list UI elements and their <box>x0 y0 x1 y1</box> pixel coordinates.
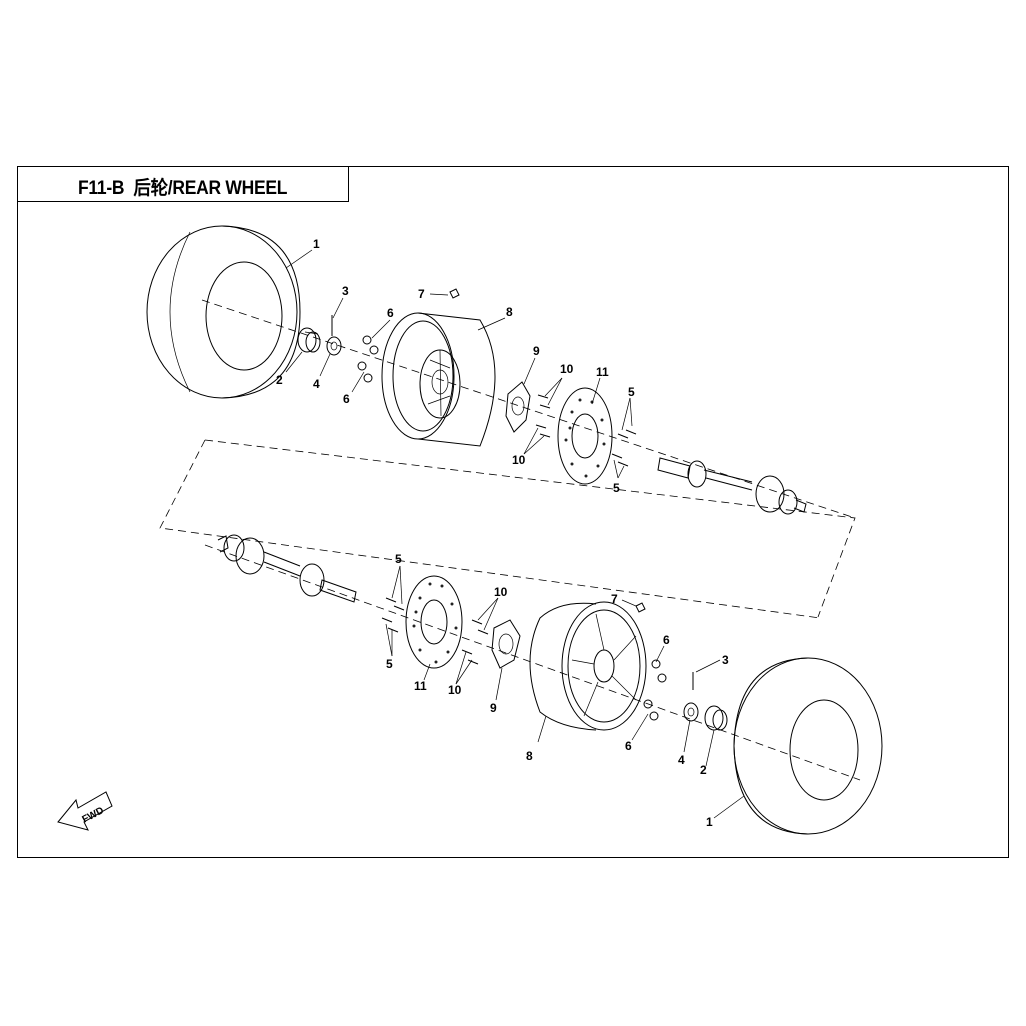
callout-9-top: 9 <box>533 344 540 358</box>
bolts-bottom <box>381 597 405 633</box>
fwd-label: FWD <box>80 805 105 825</box>
callout-1-bottom: 1 <box>706 815 713 829</box>
callout-10b-top: 10 <box>512 453 526 467</box>
callout-11-bottom: 11 <box>414 679 427 693</box>
drive-shaft-bottom <box>217 534 357 603</box>
drive-shaft-top <box>657 457 807 515</box>
lug-nuts-top <box>357 335 379 383</box>
callout-4-bottom: 4 <box>678 753 685 767</box>
hub-flange-bottom <box>491 619 521 669</box>
fwd-arrow-icon: FWD <box>57 791 113 831</box>
callout-6a-top: 6 <box>387 306 394 320</box>
studs-bottom <box>461 619 489 665</box>
callout-8-bottom: 8 <box>526 749 533 763</box>
wheel-rim-top <box>381 312 496 447</box>
brake-disc-bottom <box>405 575 463 669</box>
callout-5a-top: 5 <box>628 385 635 399</box>
title-name: 后轮/REAR WHEEL <box>133 178 288 199</box>
title-code: F11-B <box>78 178 125 199</box>
callout-4-top: 4 <box>313 377 320 391</box>
callout-6a-bottom: 6 <box>663 633 670 647</box>
hub-cap-top <box>297 327 321 353</box>
axis-line-bottom <box>204 544 861 781</box>
callout-11-top: 11 <box>596 365 609 379</box>
castle-nut-bottom <box>683 702 699 722</box>
callout-7-top: 7 <box>418 287 425 301</box>
callout-7-bottom: 7 <box>611 592 618 606</box>
callout-leaders-bottom <box>385 565 745 819</box>
callout-6b-top: 6 <box>343 392 350 406</box>
callout-6b-bottom: 6 <box>625 739 632 753</box>
diagram-frame <box>17 166 1009 858</box>
callout-leaders-top <box>285 249 633 479</box>
callout-8-top: 8 <box>506 305 513 319</box>
callout-2-top: 2 <box>276 373 283 387</box>
callout-2-bottom: 2 <box>700 763 707 777</box>
hub-flange-top <box>505 381 531 433</box>
callout-1-top: 1 <box>313 237 320 251</box>
callout-5a-bottom: 5 <box>395 552 402 566</box>
valve-stem-top <box>449 288 460 299</box>
castle-nut-top <box>326 336 342 356</box>
lug-nuts-bottom <box>643 659 667 721</box>
callout-5b-bottom: 5 <box>386 657 393 671</box>
callout-10a-bottom: 10 <box>494 585 508 599</box>
valve-stem-bottom <box>635 602 646 613</box>
callout-3-bottom: 3 <box>722 653 729 667</box>
tire-top <box>146 225 301 399</box>
callout-9-bottom: 9 <box>490 701 497 715</box>
callout-10a-top: 10 <box>560 362 574 376</box>
callout-5b-top: 5 <box>613 481 620 495</box>
page-title: F11-B 后轮/REAR WHEEL <box>78 173 287 200</box>
callout-10b-bottom: 10 <box>448 683 462 697</box>
bolts-top <box>611 429 637 467</box>
callout-labels-top: 1 3 2 4 6 6 7 8 9 10 10 11 5 5 <box>276 237 635 495</box>
axis-line-top <box>201 299 856 519</box>
axis-leader <box>159 439 856 619</box>
brake-disc-top <box>557 387 613 485</box>
tire-bottom <box>733 657 883 835</box>
callout-labels-bottom: 5 5 10 10 11 9 8 7 6 6 3 4 2 1 <box>386 552 729 829</box>
studs-top <box>535 394 551 438</box>
wheel-rim-bottom <box>529 601 647 731</box>
callout-3-top: 3 <box>342 284 349 298</box>
hub-cap-bottom <box>704 705 728 731</box>
title-box: F11-B 后轮/REAR WHEEL <box>17 166 349 202</box>
